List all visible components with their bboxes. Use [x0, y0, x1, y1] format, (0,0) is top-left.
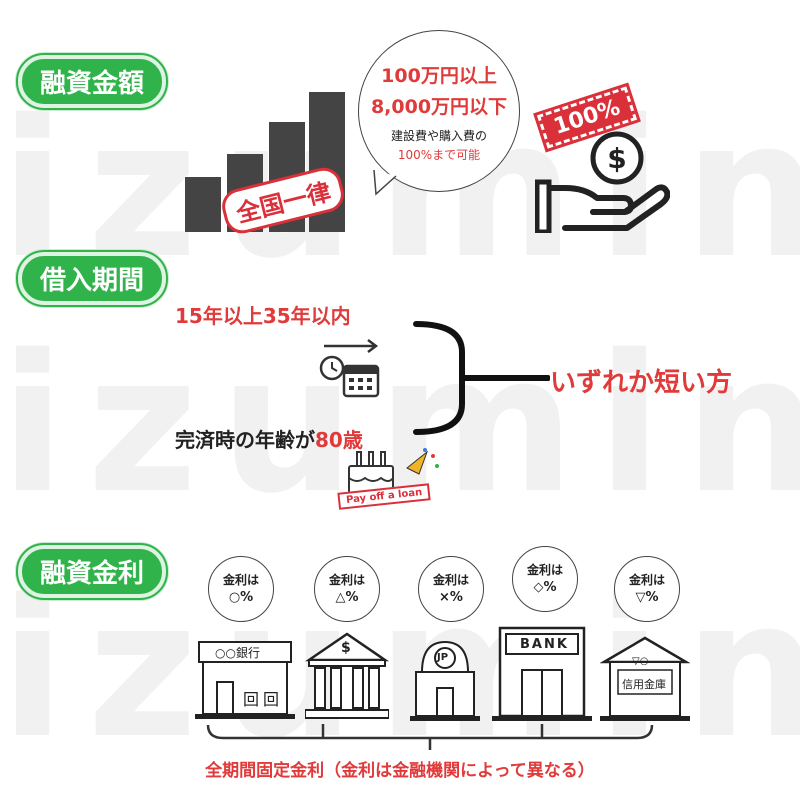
bank-1-sign: ○○銀行: [215, 646, 260, 660]
bank-building-1: ○○銀行 回 回: [195, 640, 295, 720]
bubble-tail: [373, 169, 397, 196]
rate-bubble-3: 金利は ×%: [418, 556, 484, 622]
svg-text:$: $: [607, 142, 626, 175]
rate-bubble-2: 金利は △%: [314, 556, 380, 622]
rate-bubble-4: 金利は ◇%: [512, 546, 578, 612]
bank-building-3: JP: [410, 638, 480, 722]
condition-age-limit: 完済時の年齢が80歳: [175, 428, 363, 452]
bank-4-sign: BANK: [520, 637, 569, 652]
condition-term-range: 15年以上35年以内: [175, 304, 351, 328]
section-title-loan-period: 借入期間: [15, 250, 169, 307]
bank-building-4: BANK: [492, 624, 592, 722]
fixed-rate-note: 全期間固定金利（金利は金融機関によって異なる）: [205, 761, 595, 781]
bank-2-dollar-sign: $: [341, 640, 351, 656]
bank-3-jp-sign: JP: [437, 652, 449, 663]
confetti-icon: [406, 448, 439, 475]
rate-bubble-1: 金利は ○%: [208, 556, 274, 622]
bank-1-window: 回: [243, 690, 260, 709]
bubble-note-1: 建設費や購入費の: [390, 129, 487, 143]
section-title-loan-amount: 融資金額: [15, 53, 169, 110]
bubble-note-2: 100%まで可能: [397, 148, 481, 162]
calendar-clock-icon: [319, 339, 380, 398]
rate-bubble-5: 金利は ▽%: [614, 556, 680, 622]
bank-1-window-2: 回: [263, 690, 280, 709]
bracket-connector: [413, 321, 550, 435]
section-title-loan-interest: 融資金利: [15, 543, 169, 600]
bubble-max-amount: 8,000万円以下: [370, 96, 508, 118]
result-shorter-one: いずれか短い方: [550, 368, 733, 398]
bank-3-outline-icon: [410, 640, 480, 721]
hand-coin-icon: $: [535, 131, 670, 233]
bank-5-outline-icon: [600, 636, 690, 721]
bubble-min-amount: 100万円以上: [381, 65, 497, 87]
bank-2-outline-icon: [305, 632, 389, 719]
bank-5-sign: 信用金庫: [622, 678, 666, 691]
loan-amount-bubble: 100万円以上 8,000万円以下 建設費や購入費の 100%まで可能: [358, 30, 520, 192]
bank-building-5: ▽○ 信用金庫: [600, 634, 690, 722]
bottom-bracket: [206, 724, 654, 750]
bank-5-sign-top: ▽○: [632, 656, 649, 667]
bank-4-outline-icon: [492, 626, 592, 721]
bank-1-outline-icon: [195, 641, 295, 719]
bank-building-2: $: [305, 630, 389, 722]
